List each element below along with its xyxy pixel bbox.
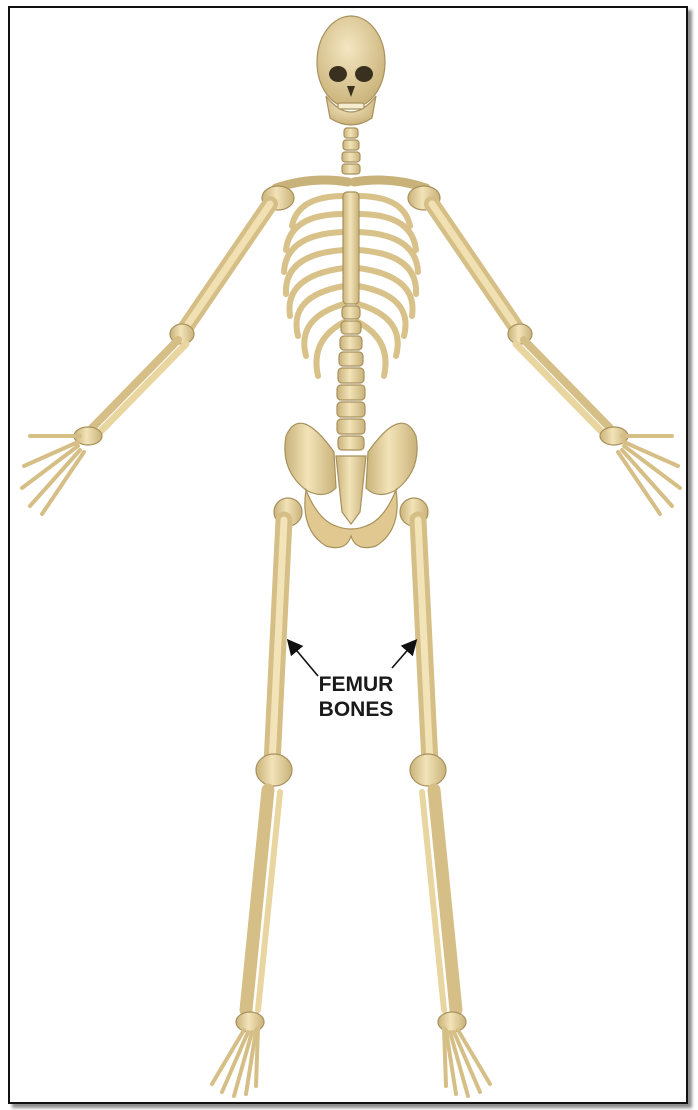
spine bbox=[337, 306, 365, 450]
sternum bbox=[343, 192, 359, 304]
right-femur bbox=[400, 498, 446, 786]
cervical-spine bbox=[342, 128, 360, 174]
label-line-1: FEMUR bbox=[296, 672, 416, 697]
left-arm bbox=[22, 204, 270, 514]
left-femur bbox=[256, 498, 302, 786]
left-lower-leg bbox=[212, 790, 280, 1096]
arrow-right-femur bbox=[392, 645, 412, 668]
skull bbox=[317, 16, 385, 125]
label-line-2: BONES bbox=[296, 697, 416, 722]
femur-bones-label: FEMUR BONES bbox=[296, 672, 416, 722]
right-lower-leg bbox=[422, 790, 490, 1096]
right-arm bbox=[432, 204, 680, 514]
